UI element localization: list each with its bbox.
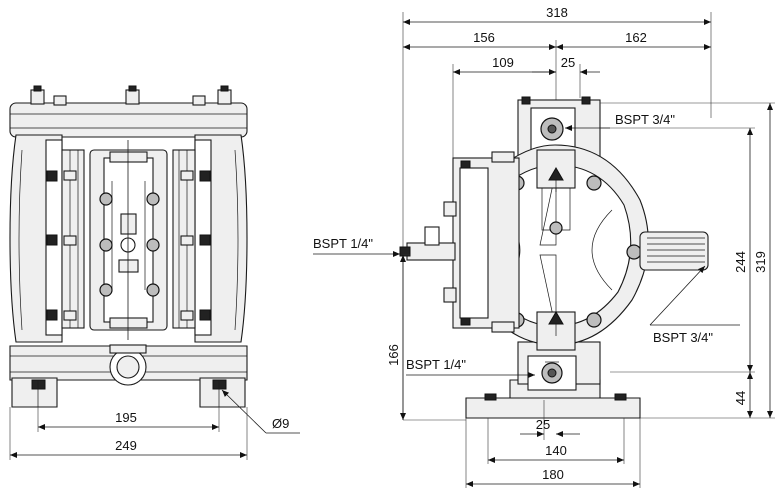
dim-109: 109 [492, 55, 514, 70]
dim-244: 244 [733, 251, 748, 273]
dim-195: 195 [115, 410, 137, 425]
label-air-inlet-bspt: BSPT 1/4" [313, 236, 373, 251]
dim-hole-diameter: Ø9 [272, 416, 289, 431]
label-outlet-bspt: BSPT 3/4" [615, 112, 675, 127]
dim-162: 162 [625, 30, 647, 45]
label-exhaust-bspt: BSPT 3/4" [653, 330, 713, 345]
dim-319: 319 [753, 251, 768, 273]
front-left-foot [11, 377, 58, 408]
side-view: 318 156 162 109 25 [313, 5, 775, 488]
dim-25-bottom: 25 [536, 417, 550, 432]
dim-44: 44 [733, 391, 748, 405]
front-center-bolt [99, 192, 113, 206]
dim-156: 156 [473, 30, 495, 45]
front-top-manifold [9, 102, 248, 138]
dim-249: 249 [115, 438, 137, 453]
side-air-inlet-fitting [406, 242, 456, 261]
dim-318: 318 [546, 5, 568, 20]
front-view: 195 249 Ø9 [9, 85, 300, 460]
label-air-exhaust-bspt: BSPT 1/4" [406, 357, 466, 372]
dim-180: 180 [542, 467, 564, 482]
side-muffler [639, 231, 709, 271]
side-base-plate [465, 397, 641, 419]
dim-25-top: 25 [561, 55, 575, 70]
dim-140: 140 [545, 443, 567, 458]
dim-166: 166 [386, 344, 401, 366]
